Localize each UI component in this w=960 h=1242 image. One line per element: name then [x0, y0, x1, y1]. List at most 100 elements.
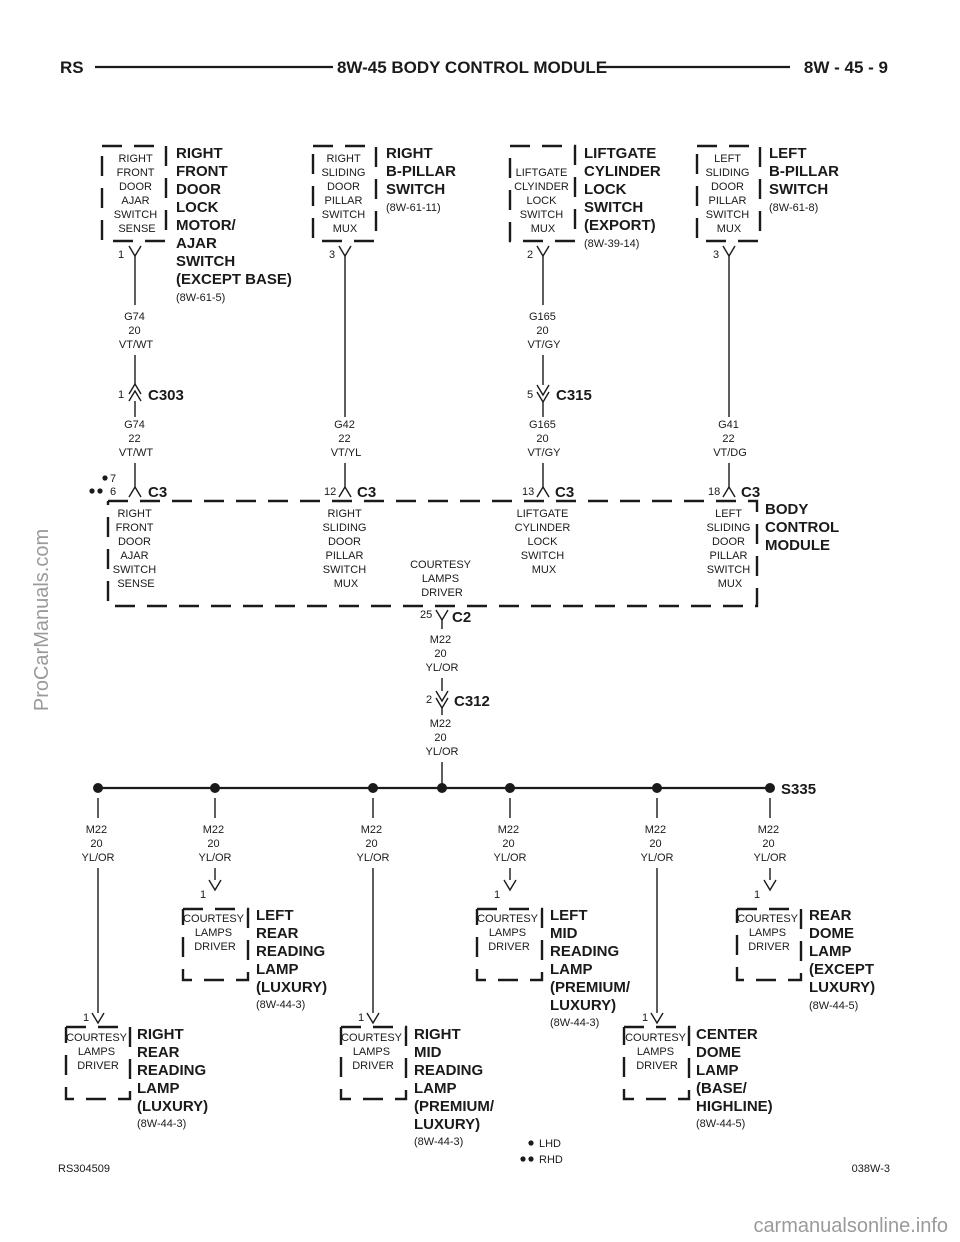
component-right-front-door-lock-motor: RIGHT FRONT DOOR AJAR SWITCH SENSE RIGHT…: [100, 144, 292, 304]
component-name: LEFT B-PILLAR SWITCH: [769, 145, 843, 198]
lamp-inner-label: COURTESY LAMPS DRIVER: [737, 913, 801, 953]
connector-c315: C315: [556, 387, 592, 404]
wire-label: G165 20 VT/GY: [527, 419, 561, 459]
header-right: 8W - 45 - 9: [804, 58, 888, 77]
component-liftgate-cylinder-lock-switch: LIFTGATE CLYINDER LOCK SWITCH MUX LIFTGA…: [508, 144, 665, 261]
lamp-inner-label: COURTESY LAMPS DRIVER: [66, 1032, 130, 1072]
watermark-bottom: carmanualsonline.info: [753, 1215, 948, 1237]
bcm-inner-label: LIFTGATE CYLINDER LOCK SWITCH MUX: [515, 508, 574, 576]
lamp-rear-dome: 1 COURTESY LAMPS DRIVER REAR DOME LAMP (…: [735, 889, 878, 1012]
pin-number: 2: [527, 249, 533, 261]
pin-number: 1: [754, 889, 760, 901]
component-ref: (8W-39-14): [584, 238, 639, 250]
page-header: RS 8W-45 BODY CONTROL MODULE 8W - 45 - 9: [60, 58, 888, 77]
wire-label: M22 20 YL/OR: [356, 824, 389, 864]
component-inner-label: LEFT SLIDING DOOR PILLAR SWITCH MUX: [705, 153, 752, 235]
lamp-name: CENTER DOME LAMP (BASE/ HIGHLINE): [696, 1026, 773, 1115]
lamp-ref: (8W-44-3): [137, 1118, 186, 1130]
body-control-module: 7 6 C3 12 C3 13 C3 18 C3 RIGHT FRONT DOO…: [89, 473, 843, 608]
component-ref: (8W-61-8): [769, 202, 818, 214]
legend: LHD RHD: [520, 1138, 563, 1166]
lamp-inner-label: COURTESY LAMPS DRIVER: [183, 913, 247, 953]
watermark-side: ProCarManuals.com: [31, 529, 53, 711]
bcm-inner-label: LEFT SLIDING DOOR PILLAR SWITCH MUX: [706, 508, 753, 590]
pin-number: 1: [494, 889, 500, 901]
lamp-name: RIGHT MID READING LAMP (PREMIUM/ LUXURY): [414, 1026, 498, 1133]
bcm-inner-label: RIGHT FRONT DOOR AJAR SWITCH SENSE: [113, 508, 159, 590]
wire-drop-left-rear-reading: M22 20 YL/OR: [198, 798, 232, 892]
legend-rhd: RHD: [539, 1154, 563, 1166]
wire-drop-rear-dome: M22 20 YL/OR: [753, 798, 787, 892]
component-ref: (8W-61-5): [176, 292, 225, 304]
wire-circuit-g41: G41 22 VT/DG: [713, 245, 747, 498]
pin-number: 3: [713, 249, 719, 261]
pin-number: 1: [83, 1012, 89, 1024]
connector-c2: C2: [452, 609, 471, 626]
wire-label: G74 22 VT/WT: [119, 419, 153, 459]
lamp-name: RIGHT REAR READING LAMP (LUXURY): [137, 1026, 210, 1115]
wire-drop-right-mid-reading: M22 20 YL/OR: [356, 798, 390, 1025]
connector-c303: C303: [148, 387, 184, 404]
wire-drop-center-dome: M22 20 YL/OR: [640, 798, 674, 1025]
component-inner-label: RIGHT SLIDING DOOR PILLAR SWITCH MUX: [321, 153, 368, 235]
lamp-right-mid-reading: 1 COURTESY LAMPS DRIVER RIGHT MID READIN…: [339, 1012, 498, 1148]
bcm-inner-label: COURTESY LAMPS DRIVER: [410, 559, 474, 599]
lamp-right-rear-reading: 1 COURTESY LAMPS DRIVER RIGHT REAR READI…: [64, 1012, 210, 1130]
lamp-ref: (8W-44-5): [809, 1000, 858, 1012]
pin-number: 3: [329, 249, 335, 261]
pin-number: 12: [324, 486, 336, 498]
connector-c3: C3: [741, 484, 760, 501]
pin-number: 7: [110, 473, 116, 485]
lamp-name: LEFT MID READING LAMP (PREMIUM/ LUXURY): [550, 907, 634, 1014]
lamp-inner-label: COURTESY LAMPS DRIVER: [625, 1032, 689, 1072]
connector-c3: C3: [357, 484, 376, 501]
pin-number: 1: [358, 1012, 364, 1024]
pin-number: 25: [420, 609, 432, 621]
connector-c3: C3: [555, 484, 574, 501]
bcm-inner-label: RIGHT SLIDING DOOR PILLAR SWITCH MUX: [322, 508, 369, 590]
lamp-ref: (8W-44-3): [550, 1017, 599, 1029]
wire-label: M22 20 YL/OR: [81, 824, 114, 864]
pin-number: 18: [708, 486, 720, 498]
component-name: LIFTGATE CYLINDER LOCK SWITCH (EXPORT): [584, 145, 665, 234]
component-inner-label: LIFTGATE CLYINDER LOCK SWITCH MUX: [514, 167, 572, 235]
wire-label: M22 20 YL/OR: [198, 824, 231, 864]
lamp-ref: (8W-44-5): [696, 1118, 745, 1130]
pin-number: 5: [527, 389, 533, 401]
pin-number: 2: [426, 694, 432, 706]
header-center: 8W-45 BODY CONTROL MODULE: [337, 58, 607, 77]
wire-drop-left-mid-reading: M22 20 YL/OR: [493, 798, 527, 892]
wire-label: M22 20 YL/OR: [425, 634, 458, 674]
wire-circuit-g74: G74 20 VT/WT 1 C303 G74 22 VT/WT: [118, 245, 184, 498]
splice-s335: S335: [93, 781, 816, 798]
footer-left: RS304509: [58, 1163, 110, 1175]
wire-label: G165 20 VT/GY: [527, 311, 561, 351]
lamp-ref: (8W-44-3): [256, 999, 305, 1011]
wire-label: G41 22 VT/DG: [713, 419, 747, 459]
pin-number: 1: [118, 389, 124, 401]
lamp-inner-label: COURTESY LAMPS DRIVER: [341, 1032, 405, 1072]
component-right-b-pillar-switch: RIGHT SLIDING DOOR PILLAR SWITCH MUX RIG…: [311, 144, 460, 261]
connector-c312: C312: [454, 693, 490, 710]
pin-number: 1: [118, 249, 124, 261]
bcm-name: BODY CONTROL MODULE: [765, 501, 843, 554]
wire-label: M22 20 YL/OR: [753, 824, 786, 864]
pin-number: 13: [522, 486, 534, 498]
component-inner-label: RIGHT FRONT DOOR AJAR SWITCH SENSE: [114, 153, 160, 235]
wire-label: G74 20 VT/WT: [119, 311, 153, 351]
component-name: RIGHT B-PILLAR SWITCH: [386, 145, 460, 198]
legend-lhd: LHD: [539, 1138, 561, 1150]
wire-drop-right-rear-reading: M22 20 YL/OR: [81, 798, 115, 1025]
lamp-center-dome: 1 COURTESY LAMPS DRIVER CENTER DOME LAMP…: [622, 1012, 773, 1130]
wire-circuit-g165: G165 20 VT/GY 5 C315 G165 20 VT/GY: [527, 245, 592, 498]
pin-number: 1: [642, 1012, 648, 1024]
lamp-inner-label: COURTESY LAMPS DRIVER: [477, 913, 541, 953]
header-left: RS: [60, 58, 84, 77]
pin-number: 1: [200, 889, 206, 901]
wire-label: M22 20 YL/OR: [425, 718, 458, 758]
wire-circuit-m22-main: 25 C2 M22 20 YL/OR 2 C312 M22 20 YL/OR: [420, 609, 490, 788]
connector-c3: C3: [148, 484, 167, 501]
component-ref: (8W-61-11): [386, 202, 441, 214]
wire-label: G42 22 VT/YL: [331, 419, 362, 459]
lamp-name: REAR DOME LAMP (EXCEPT LUXURY): [809, 907, 878, 996]
